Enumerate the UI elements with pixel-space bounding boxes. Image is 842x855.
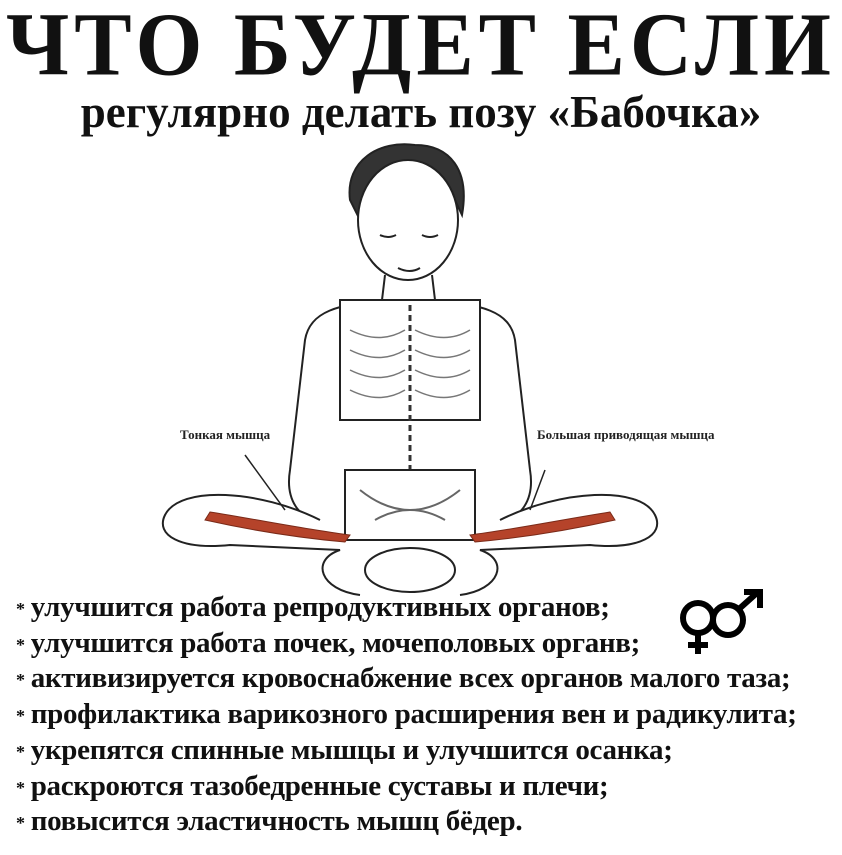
benefits-list: *улучшится работа репродуктивных органов… [16, 590, 797, 840]
asterisk-icon: * [16, 741, 25, 762]
feet [364, 547, 456, 593]
list-item: *раскроются тазобедренные суставы и плеч… [16, 769, 797, 805]
label-leader-lines [244, 454, 546, 511]
list-item: *укрепятся спинные мышцы и улучшится оса… [16, 733, 797, 769]
benefit-text: активизируется кровоснабжение всех орган… [30, 662, 791, 695]
benefit-text: раскроются тазобедренные суставы и плечи… [30, 769, 609, 802]
female-male-symbols-icon [680, 589, 763, 654]
benefit-text: улучшится работа репродуктивных органов; [30, 591, 610, 623]
list-item: *улучшится работа почек, мочеполовых орг… [16, 626, 797, 662]
gracilis-muscle [204, 511, 351, 543]
benefit-text: укрепятся спинные мышцы и улучшится осан… [30, 733, 673, 766]
adductor-muscle [469, 511, 616, 543]
list-item: *профилактика варикозного расширения вен… [16, 697, 797, 733]
butterfly-pose-illustration [161, 143, 659, 596]
list-item: *повысится эластичность мышц бёдер. [16, 804, 797, 840]
label-adductor-magnus: Большая приводящая мышца [537, 427, 715, 442]
pelvis [344, 469, 476, 541]
face [379, 234, 439, 272]
pelvis-bones [359, 489, 461, 521]
list-item: *активизируется кровоснабжение всех орга… [16, 661, 797, 697]
left-leg [161, 493, 361, 596]
neck [381, 274, 436, 301]
head [357, 159, 459, 281]
ribs [349, 329, 471, 399]
asterisk-icon: * [16, 599, 25, 619]
page-title: ЧТО БУДЕТ ЕСЛИ [6, 0, 836, 95]
benefit-text: профилактика варикозного расширения вен … [30, 698, 797, 731]
asterisk-icon: * [16, 813, 25, 834]
list-item: *улучшится работа репродуктивных органов… [16, 590, 797, 626]
asterisk-icon: * [16, 634, 25, 655]
asterisk-icon: * [16, 706, 25, 727]
benefit-text: повысится эластичность мышц бёдер. [30, 805, 523, 838]
benefit-text: улучшится работа почек, мочеполовых орга… [30, 626, 641, 659]
asterisk-icon: * [16, 777, 25, 798]
right-leg [459, 493, 659, 596]
asterisk-icon: * [16, 670, 25, 691]
page-subtitle: регулярно делать позу «Бабочка» [80, 87, 762, 137]
label-gracilis: Тонкая мышца [180, 427, 271, 442]
